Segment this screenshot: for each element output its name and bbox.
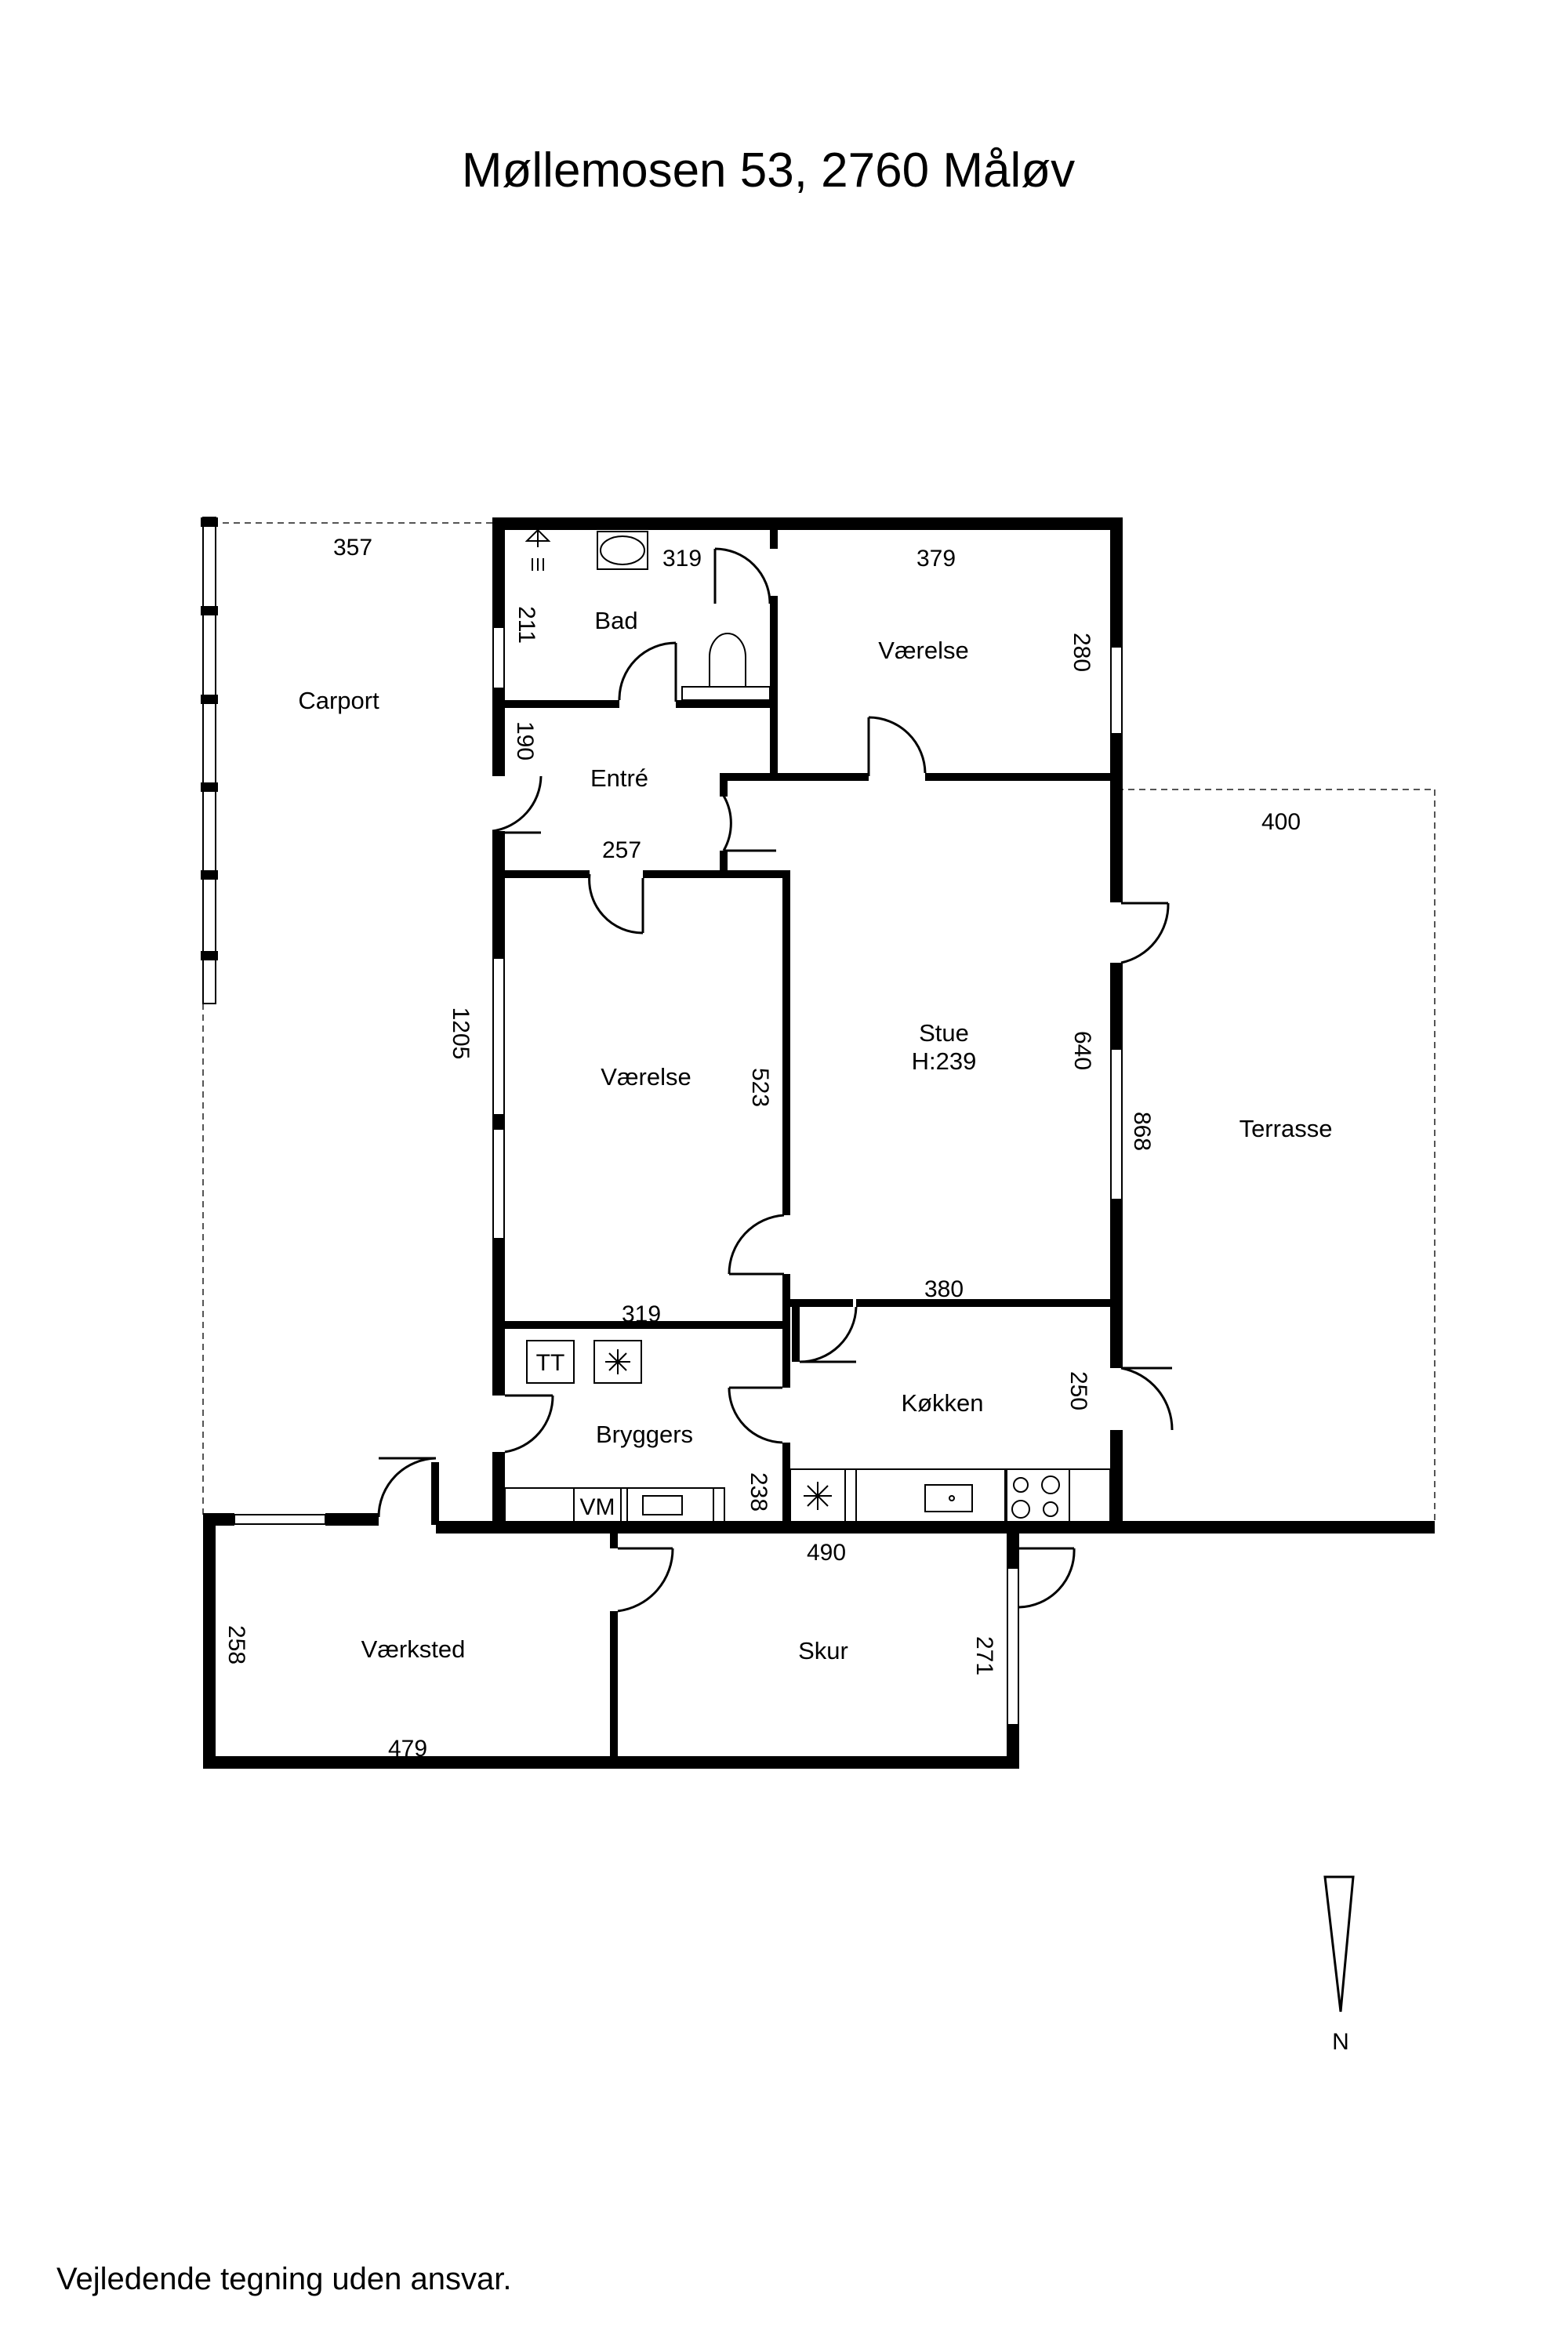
dim-bad-width: 319 (662, 546, 702, 572)
dim-stue-height: 640 (1069, 1031, 1095, 1070)
dim-vaerksted-width: 479 (388, 1736, 427, 1762)
dim-terrasse-length: 868 (1129, 1112, 1155, 1151)
room-label-stue: Stue (919, 1019, 969, 1047)
dim-bottom-width: 490 (807, 1540, 846, 1566)
dim-vaerksted-height: 258 (223, 1625, 249, 1664)
dim-entre-width: 257 (602, 837, 641, 863)
bryggers-fixtures (504, 1340, 725, 1523)
room-label-carport: Carport (298, 687, 379, 714)
bryggers-fan-icon (605, 1349, 630, 1374)
appliance-washer-label: VM (580, 1494, 615, 1520)
kitchen-fan-icon (804, 1482, 832, 1510)
dim-carport-length: 1205 (448, 1007, 474, 1060)
dim-vaerelse-mid-width: 319 (622, 1301, 661, 1327)
dim-kokken-height: 250 (1065, 1371, 1091, 1410)
room-label-vaerelse-mid: Værelse (601, 1063, 691, 1091)
walls (203, 517, 1435, 1769)
room-label-bryggers: Bryggers (596, 1421, 693, 1448)
doors (377, 547, 1174, 1613)
dim-bad-height: 211 (514, 606, 539, 644)
dim-skur-height: 271 (971, 1636, 997, 1675)
room-label-terrasse: Terrasse (1240, 1115, 1333, 1142)
windows (234, 626, 1123, 1726)
bath-fixtures (524, 528, 771, 701)
room-label-kokken: Køkken (901, 1389, 983, 1417)
dim-vaerelse-mid-height: 523 (747, 1068, 773, 1107)
carport-outline (201, 517, 495, 1517)
page-title: Møllemosen 53, 2760 Måløv (462, 143, 1075, 198)
dim-vaerelse-top-height: 280 (1069, 633, 1094, 672)
room-label-vaerelse-top: Værelse (878, 637, 968, 664)
room-label-vaerksted: Værksted (361, 1635, 466, 1663)
dim-stue-width: 380 (924, 1276, 964, 1302)
north-arrow-icon (1323, 1875, 1355, 2013)
dim-bryggers-height: 238 (746, 1472, 771, 1512)
appliance-tumbler-label: TT (536, 1350, 565, 1376)
room-label-entre: Entré (590, 764, 648, 792)
dim-carport-width: 357 (333, 535, 372, 561)
room-label-stue-height: H:239 (912, 1047, 977, 1075)
kitchen-fixtures (789, 1468, 1111, 1523)
north-label: N (1332, 2029, 1349, 2055)
dim-entre-height: 190 (512, 721, 538, 760)
room-label-skur: Skur (798, 1637, 848, 1664)
dimension-labels: 357 319 379 400 257 319 380 490 479 211 … (223, 535, 1301, 1762)
dim-terrasse-width: 400 (1261, 809, 1301, 835)
disclaimer: Vejledende tegning uden ansvar. (56, 2262, 512, 2296)
room-labels: Carport Bad Værelse Entré Stue H:239 Vær… (298, 607, 1332, 1664)
room-label-bad: Bad (594, 607, 637, 634)
terrasse-outline (1117, 789, 1436, 1525)
dim-vaerelse-top-width: 379 (916, 546, 956, 572)
